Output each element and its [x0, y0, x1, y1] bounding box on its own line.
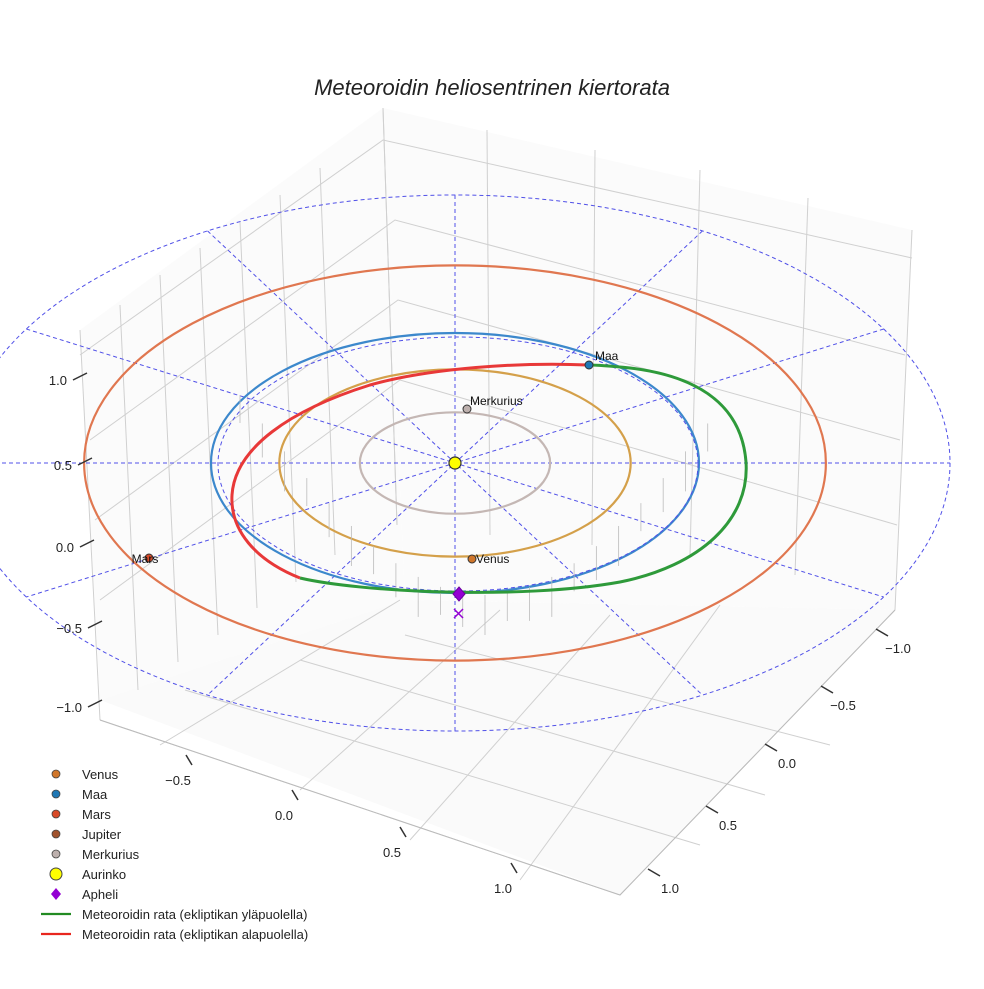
legend-marker	[51, 849, 61, 859]
y-tick-label: −1.0	[885, 641, 911, 656]
y-tick-mark	[705, 805, 719, 814]
grid-line	[279, 194, 297, 583]
legend-marker	[49, 867, 63, 881]
orbit-merkurius	[358, 411, 552, 515]
z-tick-mark	[79, 539, 95, 548]
planet-label-maa: Maa	[595, 349, 619, 363]
grid-line	[89, 219, 906, 441]
grid-line	[299, 609, 501, 791]
y-tick-mark	[875, 628, 889, 637]
orbit-mars	[83, 264, 827, 662]
y-tick-label: 1.0	[661, 881, 679, 896]
z-tick-label: 0.5	[54, 458, 72, 473]
grid-line	[184, 689, 701, 846]
planet-marker-maa	[584, 360, 594, 370]
back-left-pane	[80, 108, 405, 700]
legend-label: Aurinko	[82, 867, 126, 882]
planet-marker-merkurius	[462, 404, 472, 414]
z-tick-mark	[77, 457, 93, 466]
legend-marker	[51, 829, 61, 839]
grid-line	[239, 221, 258, 609]
z-tick-label: 1.0	[49, 373, 67, 388]
legend-label: Merkurius	[82, 847, 140, 862]
y-tick-mark	[764, 743, 778, 752]
grid-line	[79, 139, 913, 356]
z-tick-label: −0.5	[56, 621, 82, 636]
grid-line	[409, 614, 611, 841]
grid-line	[94, 299, 901, 521]
x-tick-label: 0.5	[383, 845, 401, 860]
x-tick-label: 0.0	[275, 808, 293, 823]
legend-label: Apheli	[82, 887, 118, 902]
y-tick-mark	[820, 685, 834, 694]
back-right-pane	[383, 108, 912, 610]
z-tick-mark	[87, 699, 103, 708]
legend: VenusMaaMarsJupiterMerkuriusAurinkoAphel…	[41, 767, 308, 942]
grid-line	[199, 247, 219, 636]
y-tick-label: −0.5	[830, 698, 856, 713]
legend-marker	[51, 888, 61, 900]
x-tick-mark	[291, 789, 299, 801]
y-tick-label: 0.0	[778, 756, 796, 771]
grid-line	[159, 599, 401, 746]
grid-line	[591, 149, 596, 546]
x-tick-mark	[510, 862, 518, 874]
grid-line	[319, 167, 336, 556]
grid-line	[794, 197, 809, 576]
grid-line	[486, 129, 491, 536]
z-tick-mark	[72, 372, 88, 381]
z-tick-label: 0.0	[56, 540, 74, 555]
box-edge	[99, 609, 896, 896]
z-tick-label: −1.0	[56, 700, 82, 715]
planet-label-venus: Venus	[476, 552, 509, 566]
x-tick-mark	[185, 754, 193, 766]
grid-line	[382, 107, 398, 526]
grid-line	[894, 229, 913, 611]
planet-label-merkurius: Merkurius	[470, 394, 523, 408]
grid-line	[119, 304, 139, 691]
legend-label: Meteoroidin rata (ekliptikan yläpuolella…	[82, 907, 307, 922]
axis-panes	[79, 107, 913, 896]
y-tick-label: 0.5	[719, 818, 737, 833]
sun-marker	[448, 456, 462, 470]
grid-line	[404, 634, 831, 746]
grid-line	[99, 379, 898, 601]
aphelion-projection-marker	[453, 608, 464, 619]
legend-label: Meteoroidin rata (ekliptikan alapuolella…	[82, 927, 308, 942]
legend-label: Maa	[82, 787, 108, 802]
meteoroid-path-below	[230, 362, 589, 580]
legend-marker	[51, 809, 61, 819]
legend-label: Mars	[82, 807, 111, 822]
axis-ticks: −1.0 −0.5 0.0 0.5 1.0 −0.5 0.0 0.5 1.0 1.0 0.5 0.0 −…	[49, 372, 911, 896]
chart-title: Meteoroidin heliosentrinen kiertorata	[314, 75, 670, 100]
x-tick-mark	[399, 826, 407, 838]
planet-marker-mars	[144, 553, 154, 563]
planet-marker-venus	[467, 554, 477, 564]
aphelion-marker	[452, 586, 466, 602]
y-tick-mark	[647, 868, 661, 877]
legend-label: Venus	[82, 767, 119, 782]
grid-line	[79, 329, 101, 721]
grid-line	[689, 169, 701, 556]
legend-label: Jupiter	[82, 827, 122, 842]
x-tick-label: 1.0	[494, 881, 512, 896]
legend-marker	[51, 769, 61, 779]
floor-pane	[100, 600, 895, 895]
z-tick-mark	[87, 620, 103, 629]
x-tick-label: −0.5	[165, 773, 191, 788]
grid-line	[159, 274, 179, 663]
planet-label-mars: Mars	[132, 552, 159, 566]
grid-line	[519, 604, 721, 881]
legend-marker	[51, 789, 61, 799]
